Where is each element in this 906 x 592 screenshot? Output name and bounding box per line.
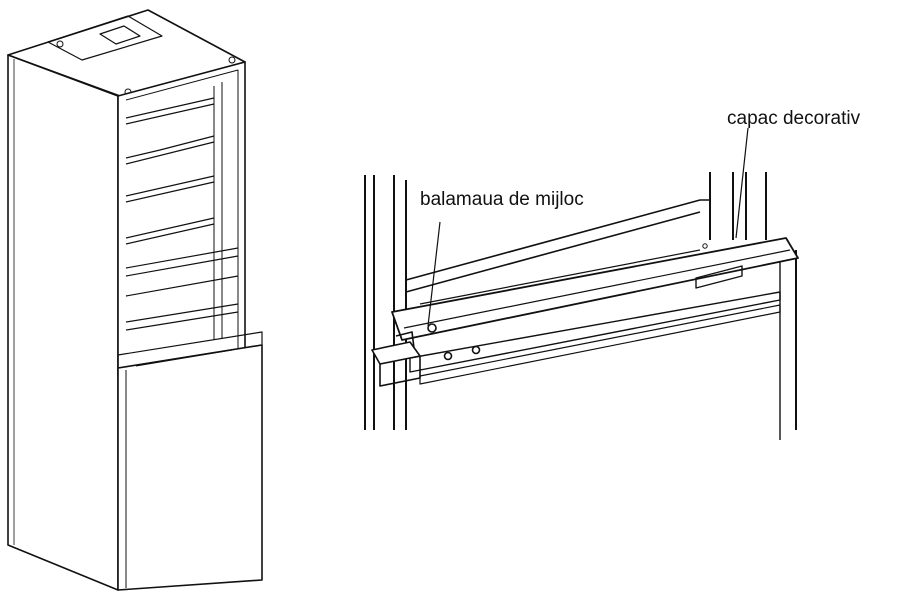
leader-middle-hinge (427, 221, 441, 327)
hinge-detail (364, 127, 799, 440)
fridge-lower-door (117, 344, 263, 591)
label-middle-hinge: balamaua de mijloc (420, 189, 584, 210)
detail-left-frame (364, 175, 407, 430)
fridge-side-panel (7, 54, 119, 591)
detail-right-frame (709, 172, 797, 440)
fridge-shelves (125, 97, 239, 331)
fridge-overview (7, 9, 263, 591)
top-plate-square (99, 25, 141, 45)
middle-hinge-bracket (371, 323, 481, 387)
cover-slot (695, 265, 743, 289)
leader-decorative-cover (735, 127, 749, 239)
hinge-bar (409, 291, 781, 373)
label-decorative-cover: capac decorativ (727, 108, 861, 129)
top-hinge-plate (47, 15, 163, 61)
upper-door-edge (405, 199, 710, 293)
hinge-bar-lower (419, 304, 781, 385)
